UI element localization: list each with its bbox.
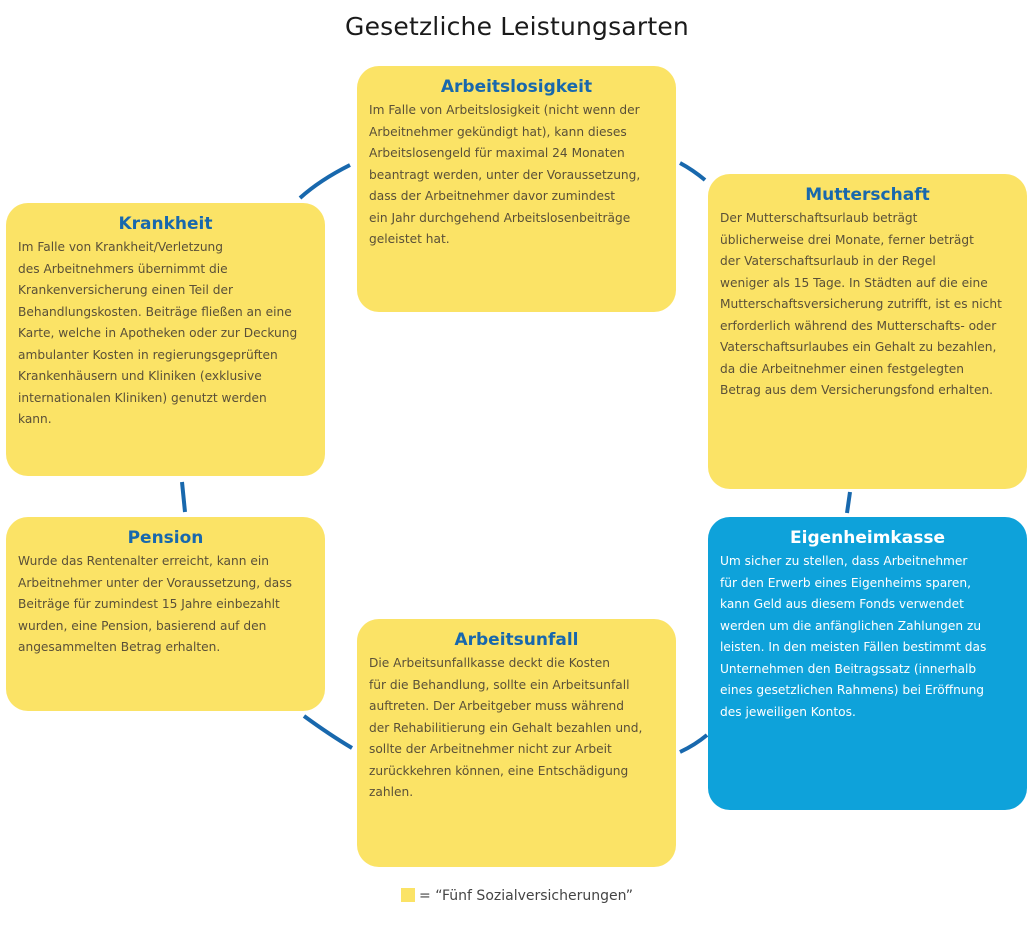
connector-mutterschaft-eigenheimkasse <box>845 491 852 514</box>
connector-eigenheimkasse-arbeitsunfall <box>679 733 709 754</box>
heading-eigenheimkasse: Eigenheimkasse <box>790 528 945 548</box>
diagram-title: Gesetzliche Leistungsarten <box>345 12 689 41</box>
box-pension: Pension Wurde das Rentenalter erreicht, … <box>6 517 325 711</box>
heading-mutterschaft: Mutterschaft <box>805 185 930 205</box>
connector-arbeitslosigkeit-mutterschaft <box>679 161 707 182</box>
box-mutterschaft: Mutterschaft Der Mutterschaftsurlaub bet… <box>708 174 1027 489</box>
heading-pension: Pension <box>127 528 204 548</box>
text-krankheit: Im Falle von Krankheit/Verletzung des Ar… <box>18 240 298 426</box>
text-arbeitslosigkeit: Im Falle von Arbeitslosigkeit (nicht wen… <box>369 103 641 246</box>
text-pension: Wurde das Rentenalter erreicht, kann ein… <box>18 554 292 654</box>
box-arbeitsunfall: Arbeitsunfall Die Arbeitsunfallkasse dec… <box>357 619 676 867</box>
box-arbeitslosigkeit: Arbeitslosigkeit Im Falle von Arbeitslos… <box>357 66 676 312</box>
text-mutterschaft: Der Mutterschaftsurlaub beträgt üblicher… <box>720 211 1002 397</box>
heading-arbeitsunfall: Arbeitsunfall <box>454 630 579 650</box>
box-eigenheimkasse: Eigenheimkasse Um sicher zu stellen, das… <box>708 517 1027 810</box>
heading-krankheit: Krankheit <box>118 214 213 234</box>
connector-pension-krankheit <box>180 481 187 513</box>
connector-arbeitsunfall-pension <box>302 714 354 750</box>
heading-arbeitslosigkeit: Arbeitslosigkeit <box>440 77 593 97</box>
box-krankheit: Krankheit Im Falle von Krankheit/Verletz… <box>6 203 325 476</box>
text-eigenheimkasse: Um sicher zu stellen, dass Arbeitnehmer … <box>720 554 987 719</box>
connector-arbeitslosigkeit-krankheit <box>298 163 351 200</box>
legend: = “Fünf Sozialversicherungen” <box>0 888 1034 904</box>
legend-text: = “Fünf Sozialversicherungen” <box>419 888 633 904</box>
text-arbeitsunfall: Die Arbeitsunfallkasse deckt die Kosten … <box>369 656 643 799</box>
legend-swatch <box>401 888 416 902</box>
